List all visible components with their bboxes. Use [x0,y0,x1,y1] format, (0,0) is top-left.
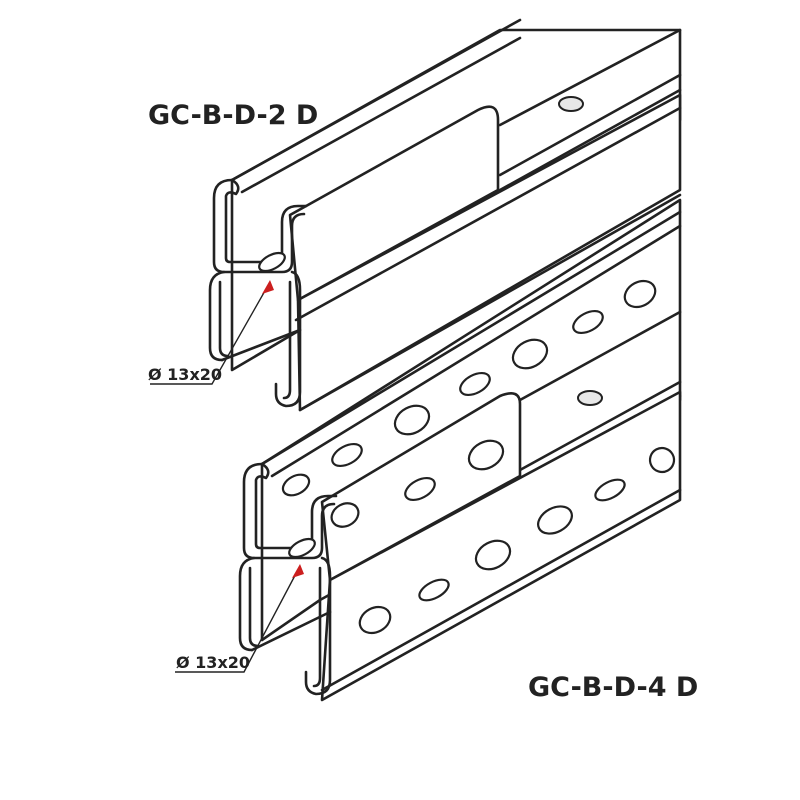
bottom-arrow-icon [292,564,304,578]
top-stud [558,96,584,112]
back-slot-hole [281,473,311,497]
top-arrow-icon [262,280,274,294]
top-model-title: GC-B-D-2 D [148,100,318,131]
bottom-channel: Ø 13x20 [175,198,682,702]
back-slot-hole [511,338,549,370]
back-slot-hole [393,404,431,436]
back-slot-hole [459,371,491,397]
bottom-model-title: GC-B-D-4 D [528,672,698,703]
bottom-hole-size-label: Ø 13x20 [176,653,250,672]
bottom-lower-section [238,556,256,652]
lip-slot-hole [330,502,360,528]
top-lower-section [208,270,226,362]
front-slot-hole [594,478,626,502]
front-slot-hole [474,539,512,571]
top-hole-size-label: Ø 13x20 [148,365,222,384]
front-slot-hole [358,605,392,635]
top-upper-section [212,178,306,274]
top-slot-hole [258,251,286,273]
front-slot-hole [418,578,450,602]
front-slot-hole [648,446,676,474]
bottom-stud [577,390,603,406]
front-slot-hole [537,505,573,535]
lip-slot-hole [404,476,436,502]
back-slot-hole [572,309,604,335]
bottom-slot-hole [288,537,316,559]
back-slot-hole [623,279,657,309]
back-slot-hole [331,442,363,468]
top-channel: Ø 13x20 [148,18,682,412]
top-front-lip-plate [288,105,500,302]
bottom-leader-line [175,565,301,673]
top-leader-line [150,281,271,385]
lip-slot-hole [467,439,505,471]
bottom-upper-section [242,462,336,560]
